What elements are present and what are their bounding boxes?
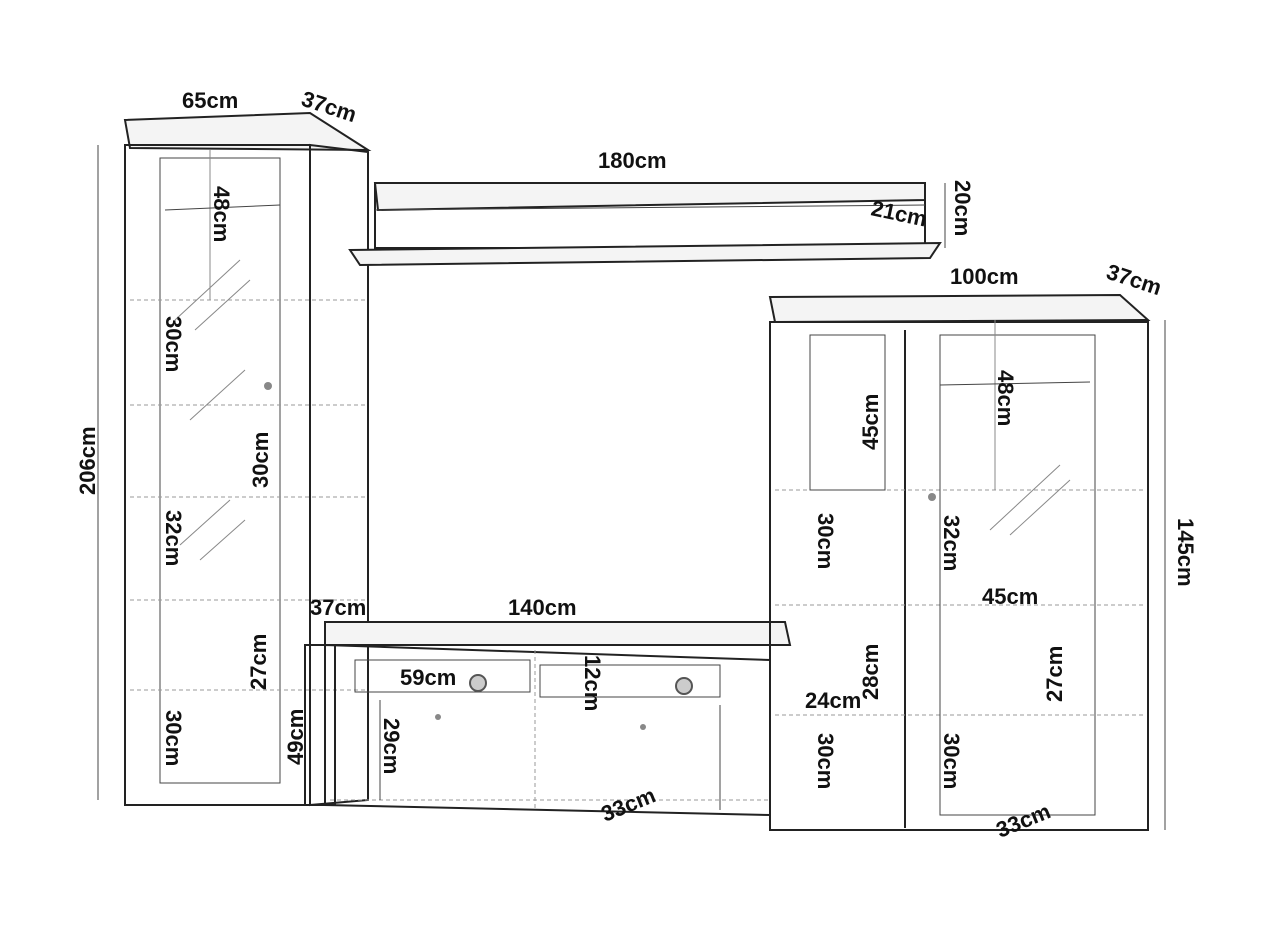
tv-drawer-height-label: 12cm bbox=[580, 655, 605, 711]
shelf-height-label: 20cm bbox=[950, 180, 975, 236]
tall-compartment-label: 30cm bbox=[161, 316, 186, 372]
tv-width-label: 140cm bbox=[508, 595, 577, 620]
tv-compartment-height-label: 29cm bbox=[379, 718, 404, 774]
right-right-compartment-label: 27cm bbox=[1042, 646, 1067, 702]
right-right-width-label: 45cm bbox=[982, 584, 1038, 609]
right-height-label: 145cm bbox=[1173, 518, 1198, 587]
right-right-compartment-label: 30cm bbox=[939, 733, 964, 789]
tv-compartment-depth-label: 33cm bbox=[598, 782, 660, 826]
right-left-compartment-label: 45cm bbox=[858, 394, 883, 450]
tall-height-label: 206cm bbox=[75, 426, 100, 495]
right-left-compartment-label: 30cm bbox=[813, 733, 838, 789]
drawer-knob-icon bbox=[469, 674, 487, 692]
right-compartment-depth-label: 33cm bbox=[993, 798, 1055, 842]
right-cabinet bbox=[768, 293, 1166, 831]
tall-width-label: 65cm bbox=[182, 88, 238, 113]
knob-icon bbox=[264, 382, 272, 390]
tall-compartment-label: 48cm bbox=[209, 186, 234, 242]
right-depth-label: 37cm bbox=[1103, 259, 1164, 300]
tall-lower-side-label: 49cm bbox=[283, 709, 308, 765]
right-left-compartment-label: 30cm bbox=[813, 513, 838, 569]
tv-stand bbox=[304, 621, 792, 817]
drawer-knob-icon bbox=[675, 677, 693, 695]
right-left-compartment-label: 28cm bbox=[858, 644, 883, 700]
wall-shelf bbox=[348, 182, 946, 267]
right-left-width-label: 24cm bbox=[805, 688, 861, 713]
tall-compartment-label: 30cm bbox=[248, 432, 273, 488]
right-right-compartment-label: 32cm bbox=[939, 515, 964, 571]
tv-depth-label: 37cm bbox=[310, 595, 366, 620]
right-width-label: 100cm bbox=[950, 264, 1019, 289]
right-right-compartment-label: 48cm bbox=[993, 370, 1018, 426]
tall-compartment-label: 32cm bbox=[161, 510, 186, 566]
tv-drawer-width-label: 59cm bbox=[400, 665, 456, 690]
tall-compartment-label: 30cm bbox=[161, 710, 186, 766]
tall-compartment-label: 27cm bbox=[246, 634, 271, 690]
shelf-width-label: 180cm bbox=[598, 148, 667, 173]
